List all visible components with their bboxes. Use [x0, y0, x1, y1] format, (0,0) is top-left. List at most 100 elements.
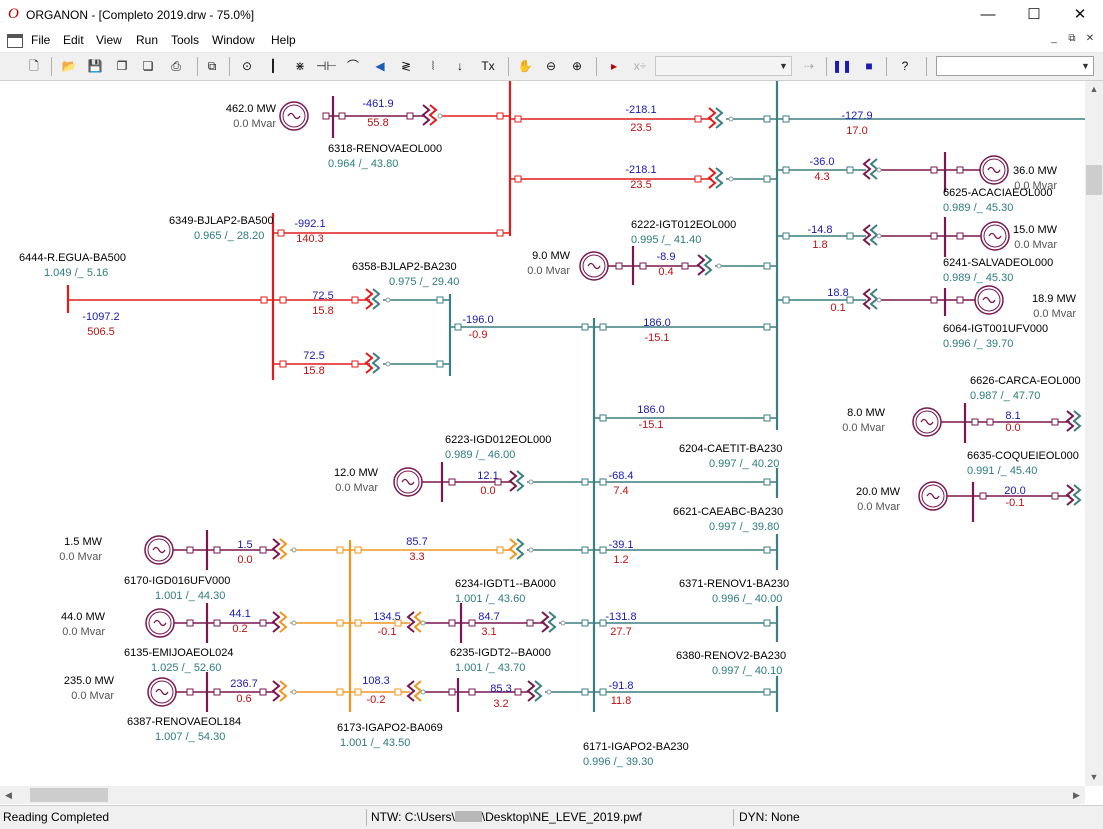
flow-mw-label: 85.7 — [406, 536, 427, 548]
generator-mw-label: 8.0 MW — [847, 407, 886, 419]
terminal-dot — [876, 297, 882, 303]
vertical-scrollbar[interactable]: ▲ ▼ — [1085, 81, 1103, 786]
flow-mvar-label: 0.0 — [480, 485, 495, 497]
zoom-out-icon[interactable]: ⊖ — [545, 59, 557, 73]
flow-mw-label: 1.5 — [237, 539, 252, 551]
flow-mw-label: 44.1 — [229, 608, 250, 620]
arrow-down-icon[interactable]: ↓ — [457, 59, 463, 73]
zoom-select[interactable]: ▼ — [936, 56, 1094, 76]
generator-icon — [977, 288, 1001, 312]
capacitor-tool-icon[interactable]: ⊣⊢ — [316, 59, 337, 73]
scroll-up-icon[interactable]: ▲ — [1089, 84, 1099, 94]
bus-voltage-label: 1.001 /_ 43.50 — [340, 737, 410, 749]
transformer-icon — [371, 352, 381, 374]
connection-node — [468, 688, 476, 696]
transformer-icon — [428, 104, 438, 126]
transformer-icon — [364, 288, 374, 310]
transformer-icon — [508, 470, 518, 492]
connection-node — [351, 296, 359, 304]
mdi-minimize-button[interactable]: _ — [1051, 33, 1057, 44]
generator-mw-label: 44.0 MW — [61, 611, 106, 623]
title-bar: O ORGANON - [Completo 2019.drw - 75.0%] … — [0, 0, 1103, 30]
vertical-scroll-thumb[interactable] — [1086, 165, 1102, 195]
load-tool-icon[interactable]: ⋇ — [294, 59, 306, 73]
save-icon[interactable]: 💾 — [87, 59, 103, 73]
bus-voltage-label: 1.001 /_ 43.70 — [455, 662, 525, 674]
pause-icon[interactable]: ❚❚ — [832, 59, 853, 73]
connection-node — [979, 492, 987, 500]
connection-node — [782, 232, 790, 240]
connection-node — [448, 478, 456, 486]
generator-wave-icon — [401, 478, 415, 486]
bus-name-label: 6371-RENOV1-BA230 — [679, 578, 789, 590]
bus-name-label: 6241-SALVADEOL000 — [943, 257, 1053, 269]
series-element-icon[interactable]: ◀ — [375, 59, 385, 73]
run-flow-icon[interactable]: ▸ — [610, 59, 618, 73]
menu-tools[interactable]: Tools — [171, 33, 200, 47]
stop-icon[interactable]: ■ — [865, 59, 873, 73]
transformer-icon — [869, 288, 879, 310]
flow-mw-label: -218.1 — [625, 164, 656, 176]
horizontal-scrollbar[interactable]: ◀ ▶ — [0, 786, 1085, 804]
transformer-icon — [1065, 410, 1075, 432]
scroll-right-icon[interactable]: ▶ — [1073, 790, 1080, 800]
menu-bar: File Edit View Run Tools Window Help _ ⧉… — [0, 30, 1103, 53]
transformer-icon — [271, 538, 281, 560]
connection-node — [279, 296, 287, 304]
flow-mw-label: 186.0 — [643, 317, 671, 329]
text-tool-icon[interactable]: Tx — [481, 59, 495, 73]
bus-tool-icon[interactable]: ┃ — [269, 59, 277, 73]
menu-file[interactable]: File — [31, 33, 51, 47]
toolbar-separator — [508, 57, 509, 76]
new-icon[interactable]: 🗋 — [29, 59, 39, 73]
generator-wave-icon — [926, 492, 940, 500]
menu-run[interactable]: Run — [136, 33, 159, 47]
print-icon[interactable]: ⎙ — [171, 59, 181, 73]
help-icon[interactable]: ? — [901, 59, 909, 73]
copy-icon[interactable]: ⧉ — [207, 59, 217, 73]
flow-mw-label: -196.0 — [462, 314, 493, 326]
connection-node — [494, 478, 502, 486]
transformer-tool-icon[interactable]: ≷ — [400, 59, 412, 73]
scroll-down-icon[interactable]: ▼ — [1089, 772, 1099, 782]
menu-help[interactable]: Help — [271, 33, 296, 47]
zoom-in-icon[interactable]: ⊕ — [571, 59, 583, 73]
bus-voltage-label: 0.997 /_ 40.20 — [709, 458, 779, 470]
generator-tool-icon[interactable]: ⊙ — [241, 59, 253, 73]
save-all-icon[interactable]: ❐ — [116, 59, 128, 73]
horizontal-scroll-thumb[interactable] — [30, 788, 108, 802]
bus-voltage-label: 0.989 /_ 45.30 — [943, 202, 1013, 214]
flow-mw-label: -39.1 — [608, 539, 633, 551]
menu-edit[interactable]: Edit — [63, 33, 84, 47]
close-button[interactable]: ✕ — [1073, 6, 1087, 23]
transformer-icon — [862, 224, 872, 246]
shunt-tool-icon[interactable]: ⦚ — [431, 59, 435, 73]
minimize-button[interactable]: — — [980, 6, 996, 23]
generator-mw-label: 18.9 MW — [1032, 293, 1077, 305]
scroll-left-icon[interactable]: ◀ — [5, 790, 12, 800]
generator-icon — [983, 224, 1007, 248]
menu-view[interactable]: View — [96, 33, 122, 47]
mdi-close-button[interactable]: ✕ — [1085, 33, 1095, 44]
bus-voltage-label: 0.997 /_ 39.80 — [709, 521, 779, 533]
chevron-down-icon[interactable]: ▼ — [1081, 61, 1090, 71]
connection-node — [581, 619, 589, 627]
connection-node — [763, 478, 771, 486]
document-window-icon[interactable] — [7, 34, 23, 48]
pan-hand-icon[interactable]: ✋ — [517, 59, 533, 73]
connection-node — [354, 546, 362, 554]
maximize-button[interactable]: ☐ — [1027, 6, 1041, 23]
generator-icon — [150, 680, 174, 704]
save-as-icon[interactable]: ❏ — [142, 59, 154, 73]
terminal-dot — [560, 620, 566, 626]
open-icon[interactable]: 📂 — [61, 59, 77, 73]
flow-mvar-label: -0.1 — [378, 626, 397, 638]
bus-name-label: 6358-BJLAP2-BA230 — [352, 261, 457, 273]
terminal-dot — [528, 547, 534, 553]
line-tool-icon[interactable]: ⌒ — [346, 59, 359, 73]
mdi-restore-button[interactable]: ⧉ — [1068, 33, 1076, 44]
transformer-icon — [515, 538, 525, 560]
menu-window[interactable]: Window — [212, 33, 255, 47]
